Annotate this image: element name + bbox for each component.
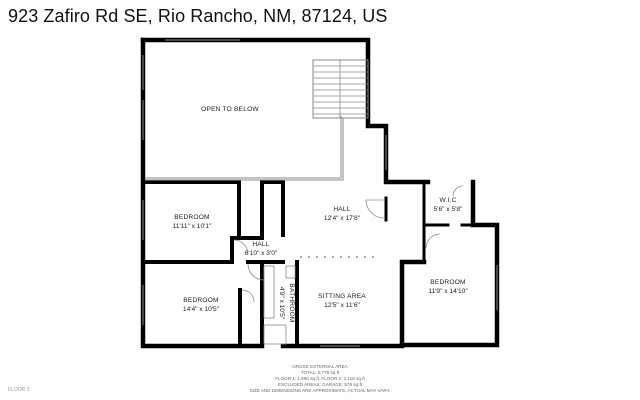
- room-name: BATHROOM: [288, 283, 295, 322]
- open-to-below-boundary: [145, 116, 368, 181]
- room-bedroom-3: BEDROOM 11'9" x 14'10": [428, 279, 468, 295]
- property-address: 923 Zafiro Rd SE, Rio Rancho, NM, 87124,…: [8, 6, 388, 26]
- room-dimensions: 14'4" x 10'5": [183, 306, 220, 313]
- area-summary: GROSS EXTERNAL AREA TOTAL: 2,778 sq.ft F…: [250, 364, 391, 393]
- interior-walls: [141, 180, 299, 348]
- room-dimensions: 12'5" x 11'6": [324, 302, 360, 309]
- room-name: HALL: [333, 206, 350, 213]
- room-name: OPEN TO BELOW: [201, 106, 259, 113]
- area-summary-line: EXCLUDED AREAS: GARAGE: 578 sq.ft: [278, 382, 363, 387]
- room-name: SITTING AREA: [318, 293, 366, 300]
- room-hall-main: HALL 12'4" x 17'8": [324, 206, 361, 222]
- room-bathroom: BATHROOM 4'9" x 10'5": [278, 283, 295, 322]
- room-wic: W.I.C 5'6" x 5'8": [434, 197, 463, 213]
- windows: [142, 39, 498, 347]
- floor-label: FLOOR 2: [8, 387, 30, 393]
- room-name: BEDROOM: [430, 279, 465, 286]
- bathroom-fixtures: [263, 265, 296, 345]
- disclaimer: SIZE AND DIMENSIONS ARE APPROXIMATE, ACT…: [250, 388, 391, 393]
- room-bedroom-1: BEDROOM 11'11" x 10'1": [173, 214, 213, 230]
- room-name: BEDROOM: [183, 297, 218, 304]
- room-bedroom-2: BEDROOM 14'4" x 10'5": [183, 297, 220, 313]
- room-dimensions: 6'10" x 3'0": [245, 250, 278, 257]
- room-open-to-below: OPEN TO BELOW: [201, 106, 259, 113]
- room-sitting-area: SITTING AREA 12'5" x 11'6": [318, 293, 366, 309]
- area-summary-line: FLOOR 1: 1,660 sq.ft, FLOOR 2: 1,118 sq.…: [275, 376, 365, 381]
- room-dimensions: 4'9" x 10'5": [278, 287, 285, 320]
- doors: [233, 185, 464, 303]
- room-dimensions: 11'11" x 10'1": [173, 223, 213, 230]
- room-dimensions: 11'9" x 14'10": [428, 288, 468, 295]
- room-dimensions: 5'6" x 5'8": [434, 206, 463, 213]
- room-dimensions: 12'4" x 17'8": [324, 215, 361, 222]
- room-name: W.I.C: [439, 197, 456, 204]
- area-summary-line: GROSS EXTERNAL AREA: [292, 364, 348, 369]
- room-hall-small: HALL 6'10" x 3'0": [245, 241, 278, 257]
- area-summary-line: TOTAL: 2,778 sq.ft: [301, 370, 340, 375]
- room-name: HALL: [252, 241, 269, 248]
- room-name: BEDROOM: [174, 214, 209, 221]
- staircase: [312, 59, 369, 119]
